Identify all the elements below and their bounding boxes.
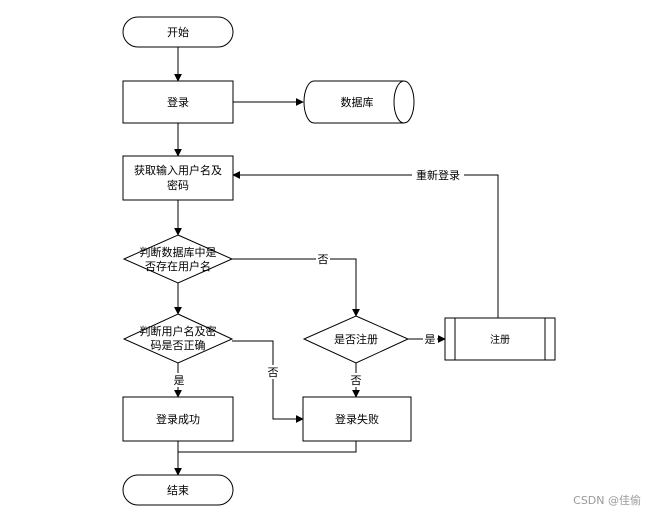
edge-checkuser-isregistered [232, 258, 360, 317]
login-fail-box [302, 396, 412, 442]
edge-label-yes-1: 是 [425, 333, 436, 346]
check-password-label-line1: 判断用户名及密 [140, 324, 217, 338]
get-input-box [122, 155, 234, 201]
end-terminal [122, 474, 234, 506]
get-input-label-line2: 密码 [167, 178, 189, 192]
database-storage [303, 80, 415, 124]
login-success-label: 登录成功 [156, 412, 200, 426]
start-terminal [122, 16, 234, 48]
edge-checkpwd-fail [232, 340, 304, 423]
register-subprocess [444, 317, 556, 361]
edge-label-yes-2: 是 [174, 374, 185, 387]
start-label: 开始 [167, 25, 189, 39]
get-input-label-line1: 获取输入用户名及 [134, 163, 222, 177]
end-label: 结束 [167, 484, 189, 497]
register-label: 注册 [490, 333, 510, 346]
edge-label-no-2: 否 [351, 374, 362, 387]
database-label: 数据库 [341, 95, 374, 109]
check-password-decision [122, 313, 234, 364]
check-password-label-line2: 码是否正确 [151, 339, 206, 352]
edge-register-input [232, 171, 499, 318]
edge-label-relogin: 重新登录 [416, 168, 460, 182]
login-box [122, 80, 234, 124]
edge-label-no-3: 否 [268, 366, 279, 379]
login-fail-label: 登录失败 [335, 412, 379, 426]
check-user-decision [122, 234, 234, 284]
check-user-label-line2: 否存在用户名 [145, 259, 211, 273]
edge-label-no-1: 否 [318, 253, 329, 266]
edge-fail-end [178, 441, 357, 453]
check-user-label-line1: 判断数据库中是 [140, 245, 217, 259]
login-success-box [122, 396, 234, 442]
watermark: CSDN @佳偷 [573, 494, 641, 507]
login-label: 登录 [167, 95, 189, 109]
is-registered-label: 是否注册 [334, 332, 378, 346]
is-registered-decision [302, 315, 410, 364]
